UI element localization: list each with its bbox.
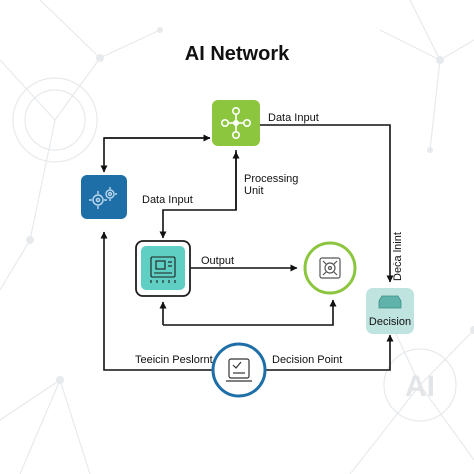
arrow-decision-point-to-decision (262, 334, 394, 371)
processing-node[interactable] (135, 240, 191, 297)
page-title: AI Network (185, 43, 290, 65)
decision-label: Decision (369, 316, 411, 328)
arrow-to-left-node-from-bottom (100, 231, 215, 371)
network-nodes-icon (221, 107, 252, 140)
decision-point-label: Decision Point (272, 354, 342, 366)
data-input-left-label: Data Input (142, 194, 193, 206)
output-label: Output (201, 255, 234, 267)
vertical-decision-label: Deċa lnint (392, 232, 404, 281)
decision-point-node[interactable] (211, 342, 267, 398)
background-network-dots (26, 27, 474, 384)
database-icon (378, 295, 402, 309)
data-input-top-label: Data Input (268, 112, 319, 124)
bottom-left-label: Teeicin Peslornt (135, 354, 213, 366)
processing-unit-label-line2: Unit (244, 185, 264, 197)
data-input-node[interactable] (212, 100, 260, 146)
connectors (100, 124, 394, 371)
target-chip-icon (319, 257, 341, 279)
ai-badge-watermark: AI (405, 370, 435, 403)
decision-node[interactable] (366, 288, 414, 334)
circuit-board-icon (150, 256, 176, 283)
arrow-data-input-to-decision (260, 124, 394, 283)
arrow-feedback-to-output (163, 299, 337, 326)
arrow-to-left-node (100, 137, 210, 173)
checklist-icon (226, 358, 252, 382)
processing-unit-label-line1: Processing (244, 173, 298, 185)
gears-icon (89, 187, 117, 209)
left-gears-node[interactable] (81, 175, 127, 219)
output-node[interactable] (303, 241, 357, 295)
